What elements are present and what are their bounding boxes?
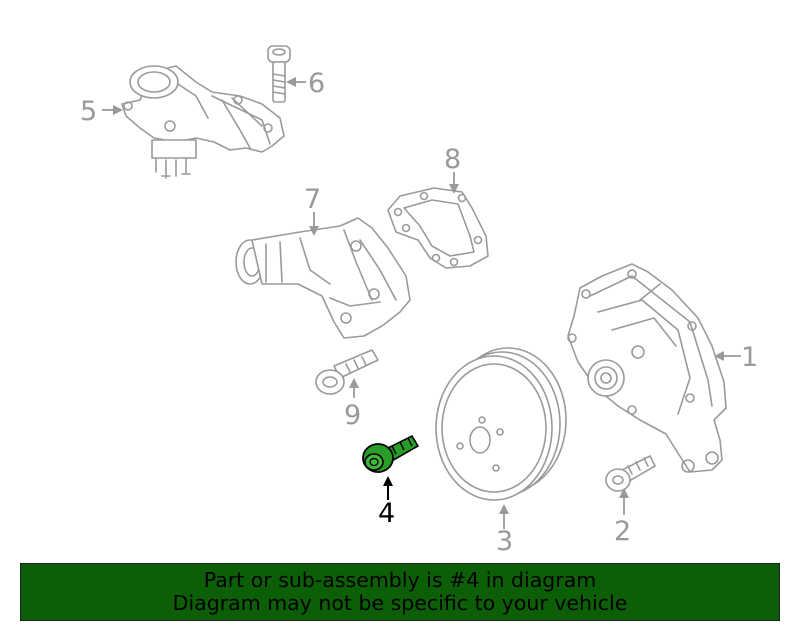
callout-2: 2 — [614, 516, 631, 547]
part-2-bolt[interactable] — [605, 455, 656, 492]
part-9-bolt[interactable] — [315, 349, 379, 395]
part-7-coolant-housing[interactable] — [235, 217, 411, 339]
part-3-pulley[interactable] — [435, 347, 567, 501]
callout-1: 1 — [741, 342, 758, 373]
callout-5: 5 — [80, 96, 97, 127]
info-banner: Part or sub-assembly is #4 in diagram Di… — [20, 563, 780, 621]
callout-4: 4 — [378, 498, 395, 529]
callout-9: 9 — [344, 400, 361, 431]
part-8-gasket[interactable] — [387, 187, 489, 269]
banner-line-2: Diagram may not be specific to your vehi… — [172, 591, 628, 615]
banner-line-1: Part or sub-assembly is #4 in diagram — [203, 568, 597, 592]
parts-diagram: 1 2 3 4 5 6 7 8 9 — [80, 45, 758, 557]
leader-lines — [102, 77, 741, 529]
callout-3: 3 — [496, 526, 513, 557]
part-1-water-pump[interactable] — [567, 263, 727, 473]
callout-7: 7 — [304, 184, 321, 215]
part-6-bolt[interactable] — [267, 45, 291, 103]
callout-8: 8 — [444, 144, 461, 175]
part-5-thermostat-housing[interactable] — [121, 65, 285, 179]
part-4-bolt-highlighted[interactable] — [362, 434, 420, 473]
callout-6: 6 — [308, 68, 325, 99]
